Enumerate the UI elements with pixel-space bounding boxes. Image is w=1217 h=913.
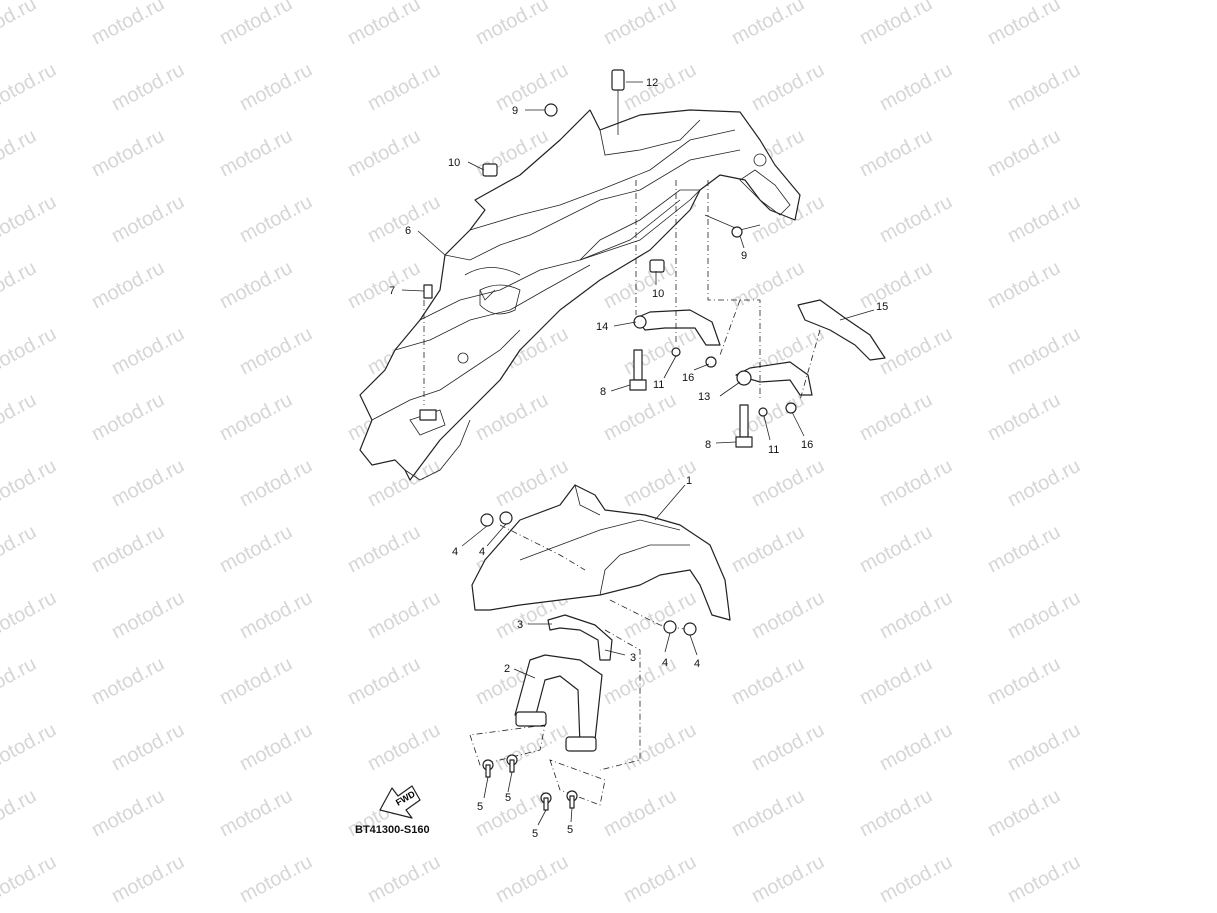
fender-stay bbox=[469, 614, 641, 806]
callout-7: 7 bbox=[389, 285, 395, 297]
callout-1: 1 bbox=[686, 475, 692, 487]
callout-16: 16 bbox=[682, 372, 694, 384]
brackets-and-bolts bbox=[423, 180, 886, 448]
leader-lines bbox=[401, 81, 875, 826]
callout-3: 3 bbox=[517, 619, 523, 631]
diagram-code: BT41300-S160 bbox=[355, 824, 430, 836]
callout-8: 8 bbox=[600, 386, 606, 398]
callout-16: 16 bbox=[801, 439, 813, 451]
callouts: 12 9 10 6 7 9 10 14 15 8 11 16 13 8 11 1… bbox=[355, 77, 888, 840]
callout-14: 14 bbox=[596, 321, 608, 333]
callout-4: 4 bbox=[479, 546, 485, 558]
callout-9: 9 bbox=[512, 105, 518, 117]
callout-4: 4 bbox=[662, 657, 668, 669]
callout-12: 12 bbox=[646, 77, 658, 89]
callout-10: 10 bbox=[652, 288, 664, 300]
callout-8: 8 bbox=[705, 439, 711, 451]
front-fender bbox=[471, 484, 731, 636]
fwd-arrow-icon: FWD bbox=[379, 785, 421, 819]
callout-5: 5 bbox=[567, 824, 573, 836]
callout-11: 11 bbox=[653, 379, 664, 391]
callout-4: 4 bbox=[694, 658, 700, 670]
callout-11: 11 bbox=[768, 444, 779, 456]
front-bolts bbox=[482, 754, 578, 811]
callout-6: 6 bbox=[405, 225, 411, 237]
callout-5: 5 bbox=[477, 801, 483, 813]
callout-13: 13 bbox=[698, 391, 710, 403]
callout-2: 2 bbox=[504, 663, 510, 675]
callout-10: 10 bbox=[448, 157, 460, 169]
callout-5: 5 bbox=[532, 828, 538, 840]
callout-5: 5 bbox=[505, 792, 511, 804]
callout-3: 3 bbox=[630, 652, 636, 664]
callout-15: 15 bbox=[876, 301, 888, 313]
callout-9: 9 bbox=[741, 250, 747, 262]
callout-4: 4 bbox=[452, 546, 458, 558]
